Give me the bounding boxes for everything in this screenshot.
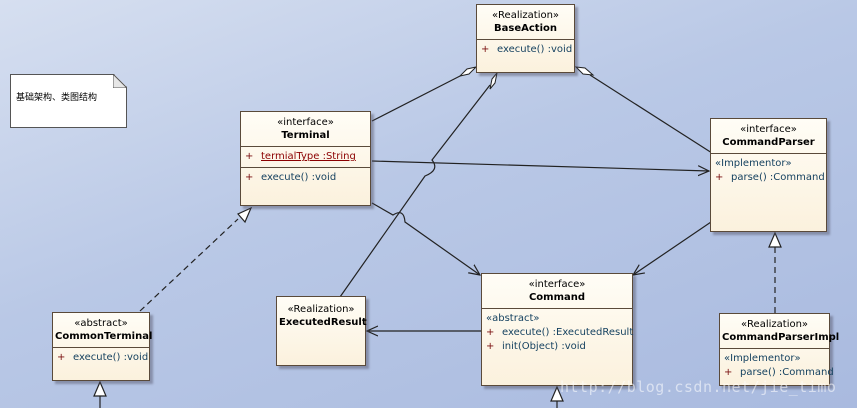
visibility-marker: + (724, 367, 733, 378)
stereotype-label: «Realization» (740, 319, 809, 330)
operation-row: + execute() :void (245, 171, 366, 185)
association-terminal-baseaction (371, 74, 463, 122)
realization-triangle-commandparser (768, 231, 782, 248)
operation-group-label: «abstract» (486, 313, 540, 324)
watermark-text: http://blog.csdn.net/jie_timo (560, 378, 837, 396)
operations-section: + execute() :void (53, 348, 149, 368)
aggregation-diamond-left (458, 66, 478, 77)
class-name: Terminal (281, 130, 330, 141)
class-name: Command (528, 292, 586, 303)
operations-section: + execute() :void (477, 40, 574, 60)
operation-group-label: «Implementor» (715, 158, 792, 169)
visibility-marker: + (481, 44, 490, 55)
realization-triangle-terminal (237, 206, 253, 224)
operations-section: «abstract» + execute() :ExecutedResult + i… (482, 309, 633, 357)
note-text: 基础架构、类图结构 (16, 93, 98, 103)
association-terminal-command (371, 202, 480, 275)
visibility-marker: + (245, 172, 254, 183)
operation-signature: execute() :void (73, 352, 149, 363)
attribute-signature: termialType :String (261, 151, 356, 162)
operation-signature: init(Object) :void (502, 341, 586, 352)
operation-row: + execute() :ExecutedResult (486, 326, 633, 340)
association-terminal-commandparser (371, 160, 709, 171)
operation-signature: execute() :void (261, 172, 337, 183)
operation-group-label: «Implementor» (724, 353, 801, 364)
visibility-marker: + (486, 327, 495, 338)
stereotype-label: «Realization» (491, 10, 560, 21)
class-header: «Realization» CommandParserImpl (720, 314, 840, 349)
attribute-row: + termialType :String (245, 150, 366, 164)
class-name: CommonTerminal (55, 331, 153, 342)
attributes-section: + termialType :String (241, 147, 370, 167)
class-header: «interface» Command (482, 274, 632, 309)
class-commonterminal[interactable]: «abstract» CommonTerminal + execute() :vo… (52, 312, 153, 381)
class-commandparser[interactable]: «interface» CommandParser «Implementor» … (710, 118, 827, 232)
note-fold-corner (113, 74, 127, 88)
association-commandparser-baseaction (589, 74, 713, 154)
operations-section: + execute() :void (241, 167, 370, 188)
operation-row: + init(Object) :void (486, 340, 628, 354)
class-header: «interface» Terminal (241, 112, 370, 147)
class-command[interactable]: «interface» Command «abstract» + execute(… (481, 273, 633, 386)
class-name: BaseAction (494, 23, 557, 34)
association-executedresult-baseaction (339, 84, 491, 298)
class-header: «interface» CommandParser (711, 119, 826, 154)
stereotype-label: «abstract» (74, 318, 128, 329)
operation-row: + execute() :void (57, 351, 149, 365)
operation-signature: parse() :Command (740, 367, 834, 378)
operation-row: + execute() :void (481, 43, 573, 57)
visibility-marker: + (715, 172, 724, 183)
visibility-marker: + (245, 151, 254, 162)
operation-row: + parse() :Command (724, 366, 834, 380)
operation-signature: parse() :Command (731, 172, 825, 183)
class-executedresult[interactable]: «Realization» ExecutedResult (276, 296, 367, 366)
operations-section: «Implementor» + parse() :Command (720, 349, 834, 383)
class-terminal[interactable]: «interface» Terminal + termialType :Strin… (240, 111, 371, 206)
class-name: ExecutedResult (279, 317, 367, 328)
inheritance-triangle-command (550, 385, 564, 402)
operations-section: «Implementor» + parse() :Command (711, 154, 826, 188)
visibility-marker: + (486, 341, 495, 352)
operation-signature: execute() :ExecutedResult (502, 327, 634, 338)
realization-commonterminal-terminal (139, 218, 239, 312)
operation-signature: execute() :void (497, 44, 573, 55)
aggregation-diamond-right (574, 66, 595, 76)
class-name: CommandParserImpl (722, 332, 840, 343)
stereotype-label: «interface» (528, 279, 586, 290)
diagram-note: 基础架构、类图结构 (10, 74, 127, 128)
class-name: CommandParser (722, 137, 815, 148)
class-baseaction[interactable]: «Realization» BaseAction + execute() :voi… (476, 4, 575, 73)
class-header: «Realization» ExecutedResult (277, 297, 367, 333)
class-commandparserimpl[interactable]: «Realization» CommandParserImpl «Impleme… (719, 313, 840, 386)
stereotype-label: «Realization» (287, 304, 355, 315)
inheritance-triangle-commonterminal (93, 380, 107, 397)
visibility-marker: + (57, 352, 66, 363)
stereotype-label: «interface» (277, 117, 334, 128)
aggregation-diamond-center (489, 72, 498, 90)
class-header: «abstract» CommonTerminal (53, 313, 153, 348)
stereotype-label: «interface» (740, 124, 797, 135)
association-commandparser-command (633, 221, 712, 275)
operation-row: + parse() :Command (715, 171, 825, 185)
class-header: «Realization» BaseAction (477, 5, 574, 40)
